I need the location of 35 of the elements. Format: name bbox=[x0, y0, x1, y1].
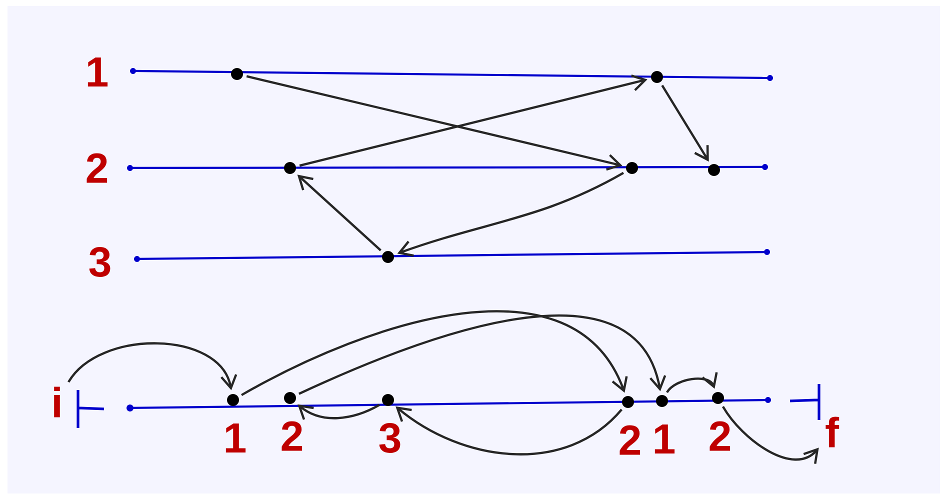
event-dot bbox=[284, 162, 296, 174]
arrow bbox=[298, 314, 666, 395]
event-dot bbox=[382, 251, 394, 263]
event-dot bbox=[622, 396, 634, 408]
event-number: 2 bbox=[282, 421, 302, 451]
event-dot bbox=[231, 68, 243, 80]
line-number: 2 bbox=[86, 153, 108, 183]
event-number: 2 bbox=[710, 421, 730, 451]
arrow bbox=[396, 406, 622, 456]
event-dot bbox=[712, 392, 724, 404]
arrow bbox=[297, 174, 382, 252]
arrow bbox=[241, 310, 628, 396]
event-number: 3 bbox=[379, 423, 400, 453]
event-dot bbox=[708, 164, 720, 176]
arrow bbox=[299, 74, 648, 167]
event-number: 2 bbox=[620, 425, 640, 455]
arrow bbox=[397, 172, 624, 257]
event-dot bbox=[284, 392, 296, 404]
arrow bbox=[246, 75, 622, 171]
event-dot bbox=[626, 162, 638, 174]
end-label: i bbox=[54, 386, 60, 418]
arrow bbox=[661, 84, 709, 162]
line-number: 3 bbox=[89, 247, 110, 277]
end-label: f bbox=[826, 416, 840, 448]
event-dot bbox=[382, 394, 394, 406]
event-number: 1 bbox=[226, 423, 246, 452]
event-dot bbox=[656, 394, 668, 407]
event-dot bbox=[227, 394, 239, 406]
arrow bbox=[666, 372, 718, 394]
event-number: 1 bbox=[654, 424, 675, 454]
event-dot bbox=[651, 71, 663, 83]
line-number: 1 bbox=[88, 57, 108, 86]
arrow bbox=[68, 342, 238, 390]
arrow bbox=[298, 404, 380, 420]
arrow bbox=[722, 406, 819, 464]
